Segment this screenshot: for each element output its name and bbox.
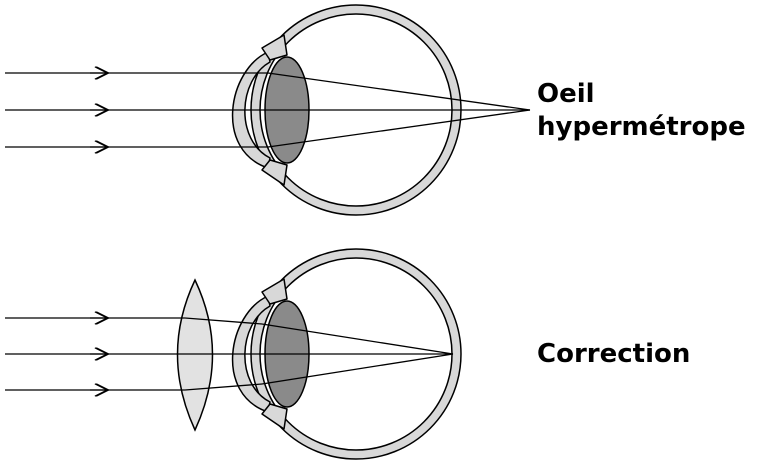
label-correction: Correction [537, 339, 691, 369]
iris-upper [261, 278, 288, 305]
iris-lower [261, 403, 288, 430]
lens-ray-top [184, 317, 263, 325]
refracted-ray-bottom [267, 109, 531, 148]
refracted-ray-top [267, 72, 531, 111]
label-hyperopic-line1: Oeil [537, 79, 595, 109]
iris-lower [261, 159, 288, 186]
corrective-convex-lens [176, 278, 214, 432]
refracted-ray-top [261, 323, 454, 355]
lens-ray-bottom [184, 383, 263, 391]
corrected-eye-diagram [5, 248, 462, 460]
refracted-ray-bottom [261, 353, 454, 385]
hyperopic-eye-diagram [5, 4, 531, 216]
label-hyperopic-line2: hypermétrope [537, 112, 746, 142]
iris-upper [261, 34, 288, 61]
